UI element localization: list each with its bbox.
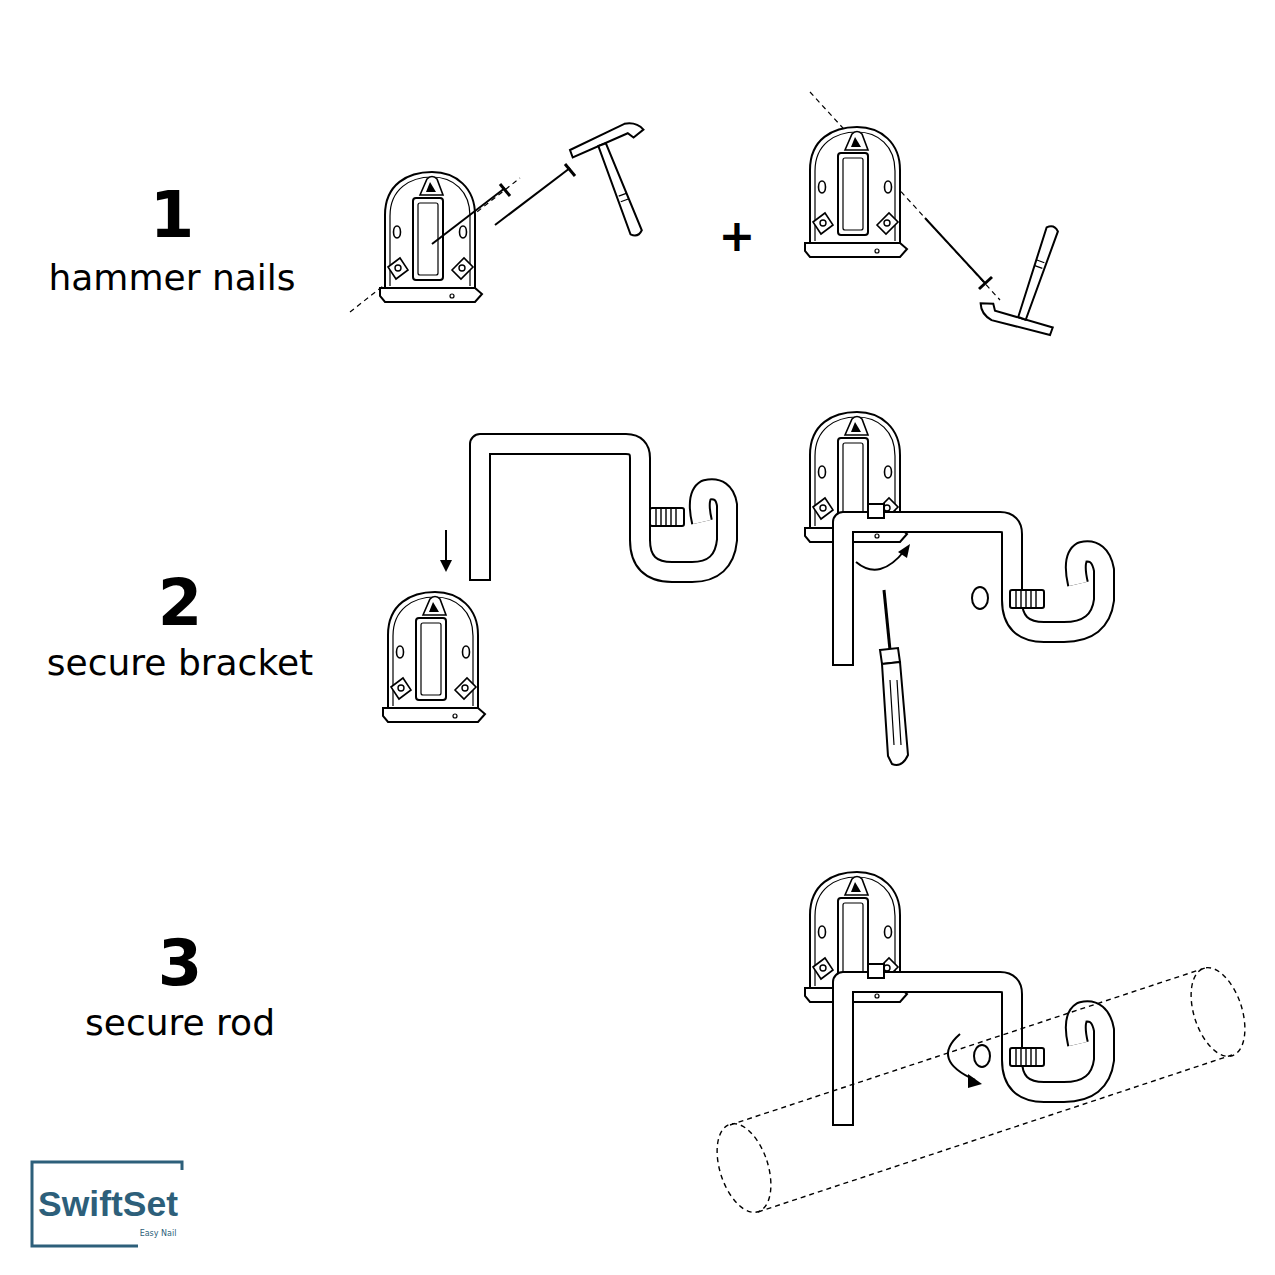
hammer bbox=[568, 118, 677, 246]
hammer bbox=[977, 212, 1086, 340]
wall-plate bbox=[380, 172, 482, 302]
step1-illustration bbox=[350, 92, 1085, 341]
step-caption: secure bracket bbox=[47, 643, 313, 683]
logo-frame bbox=[32, 1162, 182, 1246]
logo-tagline: Easy Nail bbox=[140, 1230, 177, 1239]
curtain-rod bbox=[707, 961, 1255, 1219]
step-number: 2 bbox=[158, 568, 203, 638]
step-number: 3 bbox=[158, 928, 203, 998]
step-caption: hammer nails bbox=[48, 258, 295, 298]
step-caption: secure rod bbox=[85, 1003, 275, 1043]
wall-plate bbox=[383, 592, 485, 722]
wall-plate bbox=[805, 127, 907, 257]
step2-illustration bbox=[383, 412, 1104, 765]
step3-illustration bbox=[707, 872, 1255, 1219]
logo-text: SwiftSet bbox=[38, 1185, 178, 1224]
step-number: 1 bbox=[150, 180, 195, 250]
plus-sign: + bbox=[719, 212, 756, 260]
